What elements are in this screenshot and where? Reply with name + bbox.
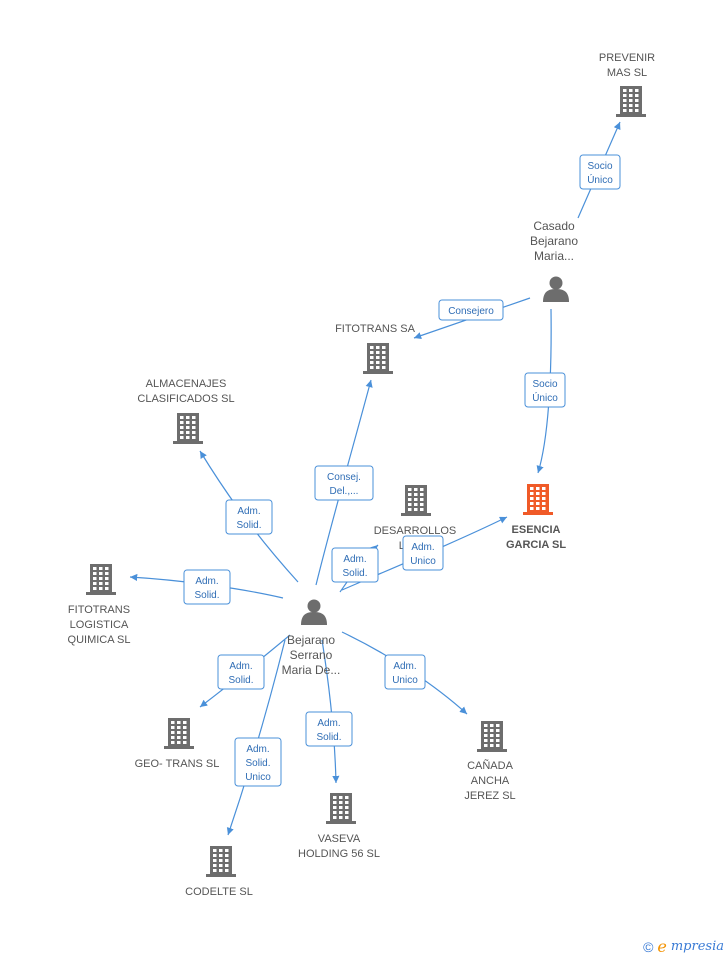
edge-label-text: Solid.: [236, 520, 261, 531]
edge-label-text: Solid.: [316, 732, 341, 743]
edge-label-text: Socio: [532, 379, 557, 390]
node-label: QUIMICA SL: [68, 634, 131, 646]
building-icon: [326, 793, 356, 824]
edge-label-text: Solid.: [342, 568, 367, 579]
node-label: GARCIA SL: [506, 539, 566, 551]
node-label: Maria De...: [282, 663, 341, 677]
node-label: LOGISTICA: [70, 619, 129, 631]
edge-label-text: Adm.: [317, 718, 340, 729]
node-label: VASEVA: [318, 833, 361, 845]
edge-label-bejarano-almacenajes[interactable]: Adm. Solid.: [225, 499, 273, 535]
node-label: CLASIFICADOS SL: [137, 393, 234, 405]
node-label: Bejarano: [287, 633, 335, 647]
node-label: Casado: [533, 219, 575, 233]
edge-labels-layer: SocioÚnicoConsejeroSocioÚnicoConsej.Del.…: [183, 154, 621, 787]
edge-label-text: Único: [587, 173, 613, 186]
building-icon: [477, 721, 507, 752]
building-icon: [173, 413, 203, 444]
edge-label-text: Solid.: [194, 590, 219, 601]
node-label: MAS SL: [607, 67, 647, 79]
building-icon: [363, 343, 393, 374]
node-label: JEREZ SL: [464, 790, 515, 802]
node-fitotrans_sa[interactable]: FITOTRANS SA: [335, 323, 416, 374]
edge-label-text: Unico: [245, 772, 271, 783]
brand-name: mpresia: [670, 939, 724, 954]
node-label: CODELTE SL: [185, 886, 253, 898]
building-icon: [401, 485, 431, 516]
node-label: Bejarano: [530, 234, 578, 248]
node-label: Serrano: [290, 648, 333, 662]
edge-label-text: Consej.: [327, 472, 361, 483]
edge-label-text: Adm.: [246, 744, 269, 755]
edge-bejarano-codelte: [226, 639, 286, 836]
building-icon: [86, 564, 116, 595]
edge-label-text: Único: [532, 391, 558, 404]
brand-initial: e: [657, 937, 667, 956]
edge-label-bejarano-fitotrans_sa[interactable]: Consej. Del.,...: [314, 465, 374, 501]
person-icon: [543, 276, 569, 302]
edge-label-text: Unico: [392, 675, 418, 686]
node-label: CAÑADA: [467, 759, 514, 772]
copyright-icon: ©: [643, 938, 654, 955]
building-icon: [164, 718, 194, 749]
edge-label-bejarano-vaseva[interactable]: Adm. Solid.: [305, 711, 353, 747]
node-label: DESARROLLOS: [374, 525, 457, 537]
edge-label-bejarano-geo_trans[interactable]: Adm. Solid.: [217, 654, 265, 690]
node-label: Maria...: [534, 249, 574, 263]
edge-label-text: Unico: [410, 556, 436, 567]
edge-label-text: Socio: [587, 161, 612, 172]
node-label: ESENCIA: [512, 524, 561, 536]
edge-label-text: Solid.: [228, 675, 253, 686]
node-vaseva[interactable]: VASEVA HOLDING 56 SL: [298, 793, 380, 860]
edge-label-text: Adm.: [343, 554, 366, 565]
node-geo_trans[interactable]: GEO- TRANS SL: [135, 718, 220, 770]
person-icon: [301, 599, 327, 625]
node-prevenir[interactable]: PREVENIR MAS SL: [599, 52, 655, 117]
node-fitotrans_log[interactable]: FITOTRANS LOGISTICA QUIMICA SL: [68, 564, 131, 646]
node-label: GEO- TRANS SL: [135, 758, 220, 770]
edge-label-text: Del.,...: [330, 486, 359, 497]
edge-label-bejarano-fitotrans_log[interactable]: Adm. Solid.: [183, 569, 231, 605]
edge-label-text: Adm.: [237, 506, 260, 517]
node-label: FITOTRANS SA: [335, 323, 416, 335]
edge-label-text: Consejero: [448, 306, 494, 317]
edge-label-text: Adm.: [393, 661, 416, 672]
edge-label-text: Adm.: [411, 542, 434, 553]
node-label: ALMACENAJES: [146, 378, 227, 390]
edge-label-casado-fitotrans_sa[interactable]: Consejero: [438, 299, 504, 321]
edge-label-bejarano-canada[interactable]: Adm. Unico: [384, 654, 426, 690]
building-icon: [616, 86, 646, 117]
node-label: FITOTRANS: [68, 604, 130, 616]
node-label: ANCHA: [471, 775, 510, 787]
node-codelte[interactable]: CODELTE SL: [185, 846, 253, 898]
building-icon: [523, 484, 553, 515]
building-icon: [206, 846, 236, 877]
node-esencia[interactable]: ESENCIA GARCIA SL: [506, 484, 566, 551]
node-almacenajes[interactable]: ALMACENAJES CLASIFICADOS SL: [137, 378, 235, 444]
node-label: PREVENIR: [599, 52, 655, 64]
node-casado[interactable]: CasadoBejaranoMaria...: [530, 219, 578, 302]
edge-label-text: Solid.: [245, 758, 270, 769]
edge-label-text: Adm.: [229, 661, 252, 672]
edge-label-bejarano-esencia[interactable]: Adm. Unico: [402, 535, 444, 571]
edge-label-text: Adm.: [195, 576, 218, 587]
edge-label-bejarano-desarrollos[interactable]: Adm. Solid.: [331, 547, 379, 583]
edge-label-bejarano-codelte[interactable]: Adm. Solid. Unico: [234, 737, 282, 787]
node-label: HOLDING 56 SL: [298, 848, 380, 860]
node-canada[interactable]: CAÑADA ANCHA JEREZ SL: [464, 721, 516, 802]
